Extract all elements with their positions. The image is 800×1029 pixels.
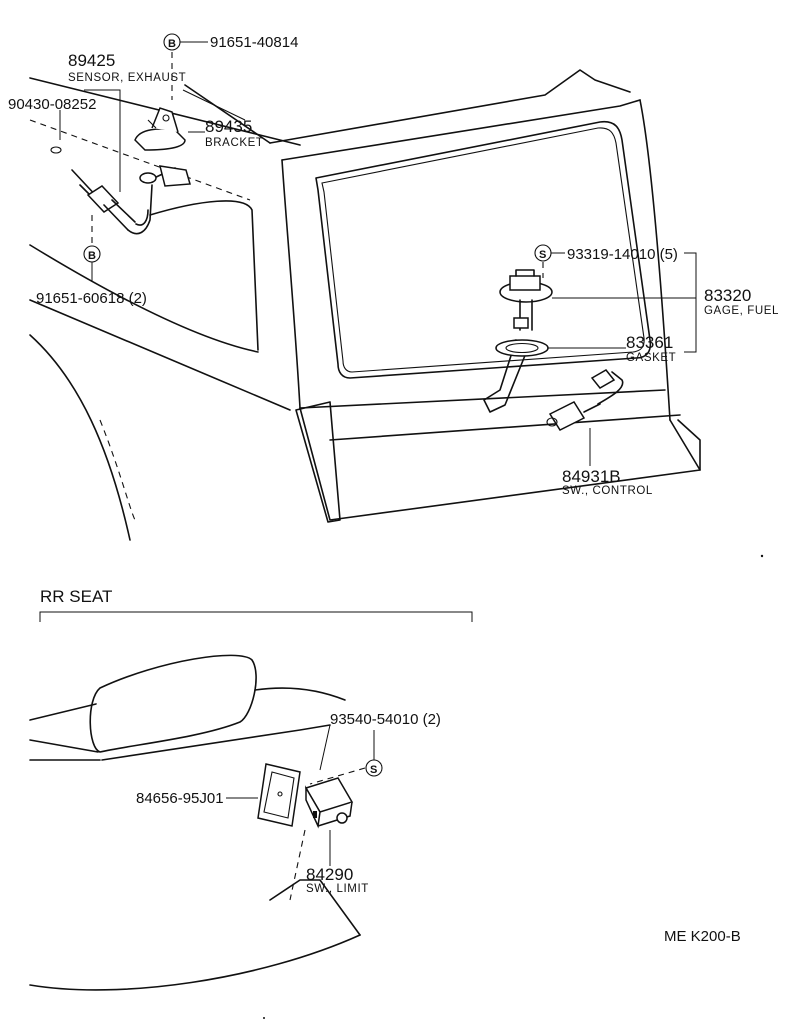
rr-seat-bracket — [39, 611, 473, 622]
part-name: GASKET — [626, 352, 676, 364]
callout-washer: 90430-08252 — [8, 96, 96, 113]
part-number: 83361 — [626, 333, 673, 352]
svg-text:B: B — [88, 250, 96, 262]
callout-bolt-top: 91651-40814 — [210, 34, 298, 51]
callout-bolt-bottom: 91651-60618 (2) — [36, 290, 147, 307]
callout-sensor-exhaust: 89425 SENSOR, EXHAUST — [68, 51, 186, 84]
part-name: GAGE, FUEL — [704, 305, 779, 317]
callout-gage-fuel: 83320 GAGE, FUEL — [704, 286, 779, 317]
svg-text:S: S — [370, 764, 377, 776]
callout-cover: 84656-95J01 — [136, 790, 224, 807]
callout-gasket: 83361 GASKET — [626, 333, 676, 364]
washer-icon — [50, 146, 62, 154]
part-number: 90430-08252 — [8, 96, 96, 113]
bolt-top-icon: B — [163, 33, 181, 100]
diagram-code: ME K200-B — [664, 928, 741, 945]
part-name: BRACKET — [205, 137, 264, 149]
part-number: 89425 — [68, 51, 115, 70]
screw-gage-icon: S — [534, 244, 552, 278]
sensor-leaders — [59, 41, 246, 192]
part-name: SW., LIMIT — [306, 883, 369, 895]
limit-switch-icon — [304, 777, 354, 829]
part-name: SW., CONTROL — [562, 485, 653, 497]
rear-seat-outline — [29, 654, 361, 991]
callout-bracket: 89435 BRACKET — [205, 117, 264, 149]
gasket-icon — [495, 339, 549, 357]
part-number: 93540-54010 (2) — [330, 711, 441, 728]
section-title: RR SEAT — [40, 587, 112, 606]
part-number: 84656-95J01 — [136, 790, 224, 807]
bolt-bottom-icon: B — [83, 215, 101, 282]
part-number: 84290 — [306, 865, 353, 884]
bracket-icon — [134, 107, 186, 151]
part-number: 91651-40814 — [210, 34, 298, 51]
seat-cover-icon — [257, 763, 301, 827]
exhaust-sensor-icon — [71, 165, 191, 235]
fuel-gage-icon — [483, 269, 553, 413]
control-switch-icon — [546, 369, 624, 466]
gage-leaders — [548, 252, 697, 353]
callout-sw-limit: 84290 SW., LIMIT — [306, 865, 369, 895]
callout-screw-seat: 93540-54010 (2) — [330, 711, 441, 728]
part-number: 91651-60618 (2) — [36, 290, 147, 307]
part-number: 84931B — [562, 467, 621, 486]
part-number: 89435 — [205, 117, 252, 136]
vehicle-body-outline — [29, 69, 701, 541]
callout-screw-gage: 93319-14010 (5) — [567, 246, 678, 263]
callout-sw-control: 84931B SW., CONTROL — [562, 467, 653, 497]
part-number: 83320 — [704, 286, 751, 305]
part-name: SENSOR, EXHAUST — [68, 72, 186, 84]
svg-text:S: S — [539, 249, 546, 261]
part-number: 93319-14010 (5) — [567, 246, 678, 263]
screw-seat-icon: S — [309, 759, 383, 785]
svg-text:B: B — [168, 38, 176, 50]
seat-leaders — [226, 730, 375, 866]
